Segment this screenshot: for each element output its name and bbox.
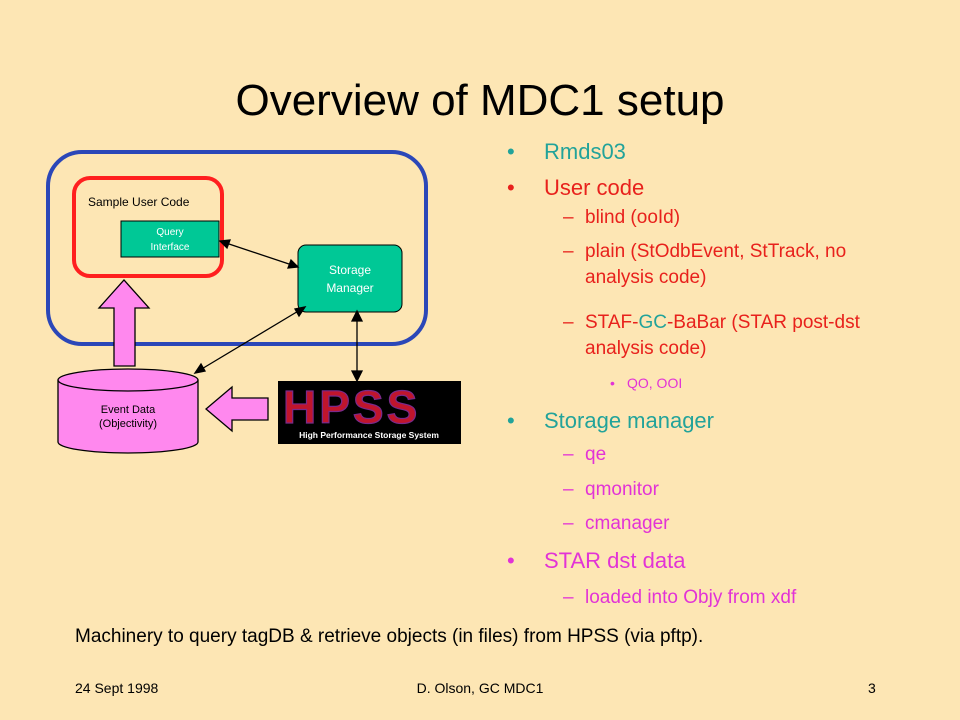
query-interface-label-1: Query [156, 227, 183, 238]
query-interface-box [120, 220, 220, 258]
slide-title: Overview of MDC1 setup [235, 76, 725, 125]
bullet-text: plain (StOdbEvent, StTrack, no analysis … [585, 241, 847, 288]
dash-marker: – [563, 241, 574, 262]
dash-marker: – [563, 479, 574, 500]
bullet-text: -BaBar (STAR post-dst analysis code) [585, 312, 860, 359]
bullet-rmds03: • Rmds03 [507, 139, 626, 165]
bullet-text: User code [544, 175, 645, 200]
bullet-star-dst: • STAR dst data [507, 548, 686, 574]
dash-marker: – [563, 513, 574, 534]
bullet-text: loaded into Objy from xdf [585, 587, 797, 608]
bullet-text: qmonitor [585, 479, 659, 500]
dash-marker: – [563, 312, 574, 333]
event-data-label-1: Event Data [101, 404, 156, 416]
event-data-cylinder [57, 368, 199, 454]
subbullet-loaded: –loaded into Objy from xdf [563, 587, 797, 609]
bullet-text: STAR dst data [544, 548, 686, 573]
subbullet-plain: –plain (StOdbEvent, StTrack, no analysis… [563, 239, 915, 291]
storage-manager-label-2: Manager [326, 281, 373, 295]
subbullet-cmanager: –cmanager [563, 513, 670, 535]
storage-event-arrow [193, 306, 307, 374]
transfer-arrow-icon [204, 385, 269, 433]
svg-text:High Performance Storage Syste: High Performance Storage System [299, 430, 439, 440]
dash-marker: – [563, 587, 574, 608]
subbullet-qmonitor: –qmonitor [563, 479, 659, 501]
sample-user-code-box [72, 176, 224, 278]
dash-marker: – [563, 207, 574, 228]
bullet-text: Rmds03 [544, 139, 626, 164]
subbullet-blind: –blind (ooId) [563, 207, 681, 229]
storage-manager-label-1: Storage [329, 263, 371, 277]
bullet-marker: • [507, 408, 515, 433]
svg-text:HPSS: HPSS [283, 381, 420, 433]
summary-note: Machinery to query tagDB & retrieve obje… [75, 626, 704, 647]
bullet-text-gc: GC [638, 312, 667, 333]
event-data-label-2: (Objectivity) [99, 418, 157, 430]
upload-arrow-icon [97, 279, 151, 367]
footer-date: 24 Sept 1998 [75, 680, 159, 696]
hpss-logo: HPSS High Performance Storage System [278, 380, 461, 444]
storage-manager-box [297, 244, 403, 313]
bullet-text: cmanager [585, 513, 670, 534]
subsubbullet-qo: • QO, OOI [610, 375, 683, 391]
bullet-user-code: • User code [507, 175, 645, 201]
subbullet-staf: –STAF-GC-BaBar (STAR post-dst analysis c… [563, 310, 915, 362]
system-boundary-box [46, 150, 428, 346]
bullet-marker: • [507, 139, 515, 164]
bullet-marker: • [507, 175, 515, 200]
dash-marker: – [563, 444, 574, 465]
bullet-text: Storage manager [544, 408, 714, 433]
subbullet-qe: –qe [563, 444, 607, 466]
storage-hpss-arrow [350, 309, 364, 383]
bullet-storage-manager: • Storage manager [507, 408, 714, 434]
sample-user-code-label: Sample User Code [88, 195, 190, 209]
footer-page-number: 3 [868, 680, 876, 696]
bullet-text: STAF- [585, 312, 639, 333]
bullet-marker: • [507, 548, 515, 573]
footer-author: D. Olson, GC MDC1 [416, 680, 544, 696]
bullet-text: blind (ooId) [585, 207, 681, 228]
query-interface-label-2: Interface [151, 242, 190, 253]
query-storage-arrow [218, 239, 300, 269]
bullet-text: qe [585, 444, 607, 465]
bullet-text: QO, OOI [627, 375, 683, 391]
bullet-marker: • [610, 375, 615, 391]
